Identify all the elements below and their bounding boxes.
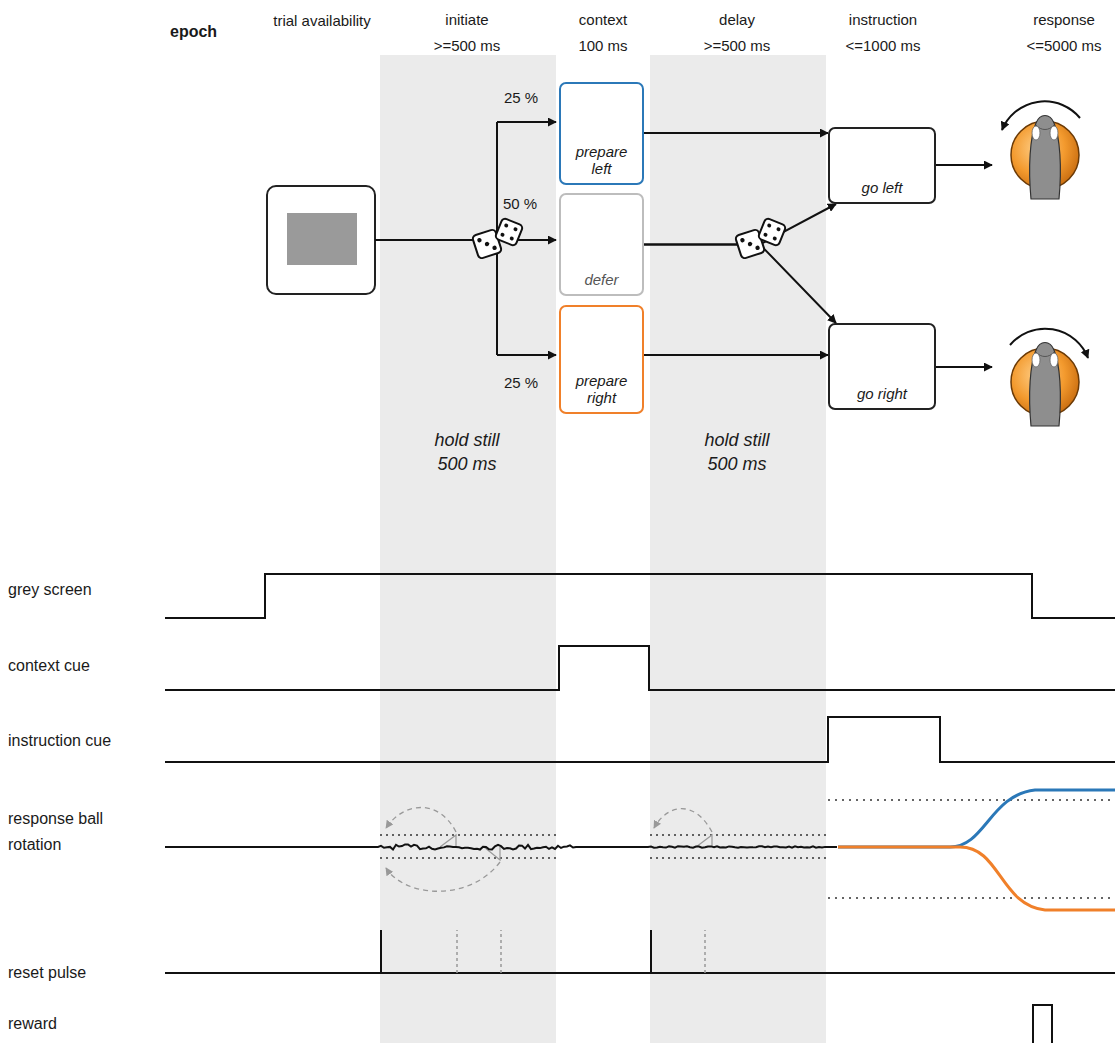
timing-traces <box>165 574 1115 1043</box>
right-response-trace <box>838 847 1115 910</box>
cue-name: defer <box>581 272 621 295</box>
cue-name: go left <box>859 180 906 203</box>
signal-name: reward <box>8 1014 57 1034</box>
epoch-label: initiate <box>412 9 522 31</box>
reset-loop <box>654 809 712 832</box>
branch-line <box>497 121 556 123</box>
epoch-label: >=500 ms <box>682 35 792 57</box>
screen-box <box>267 186 375 294</box>
signal-name: response ball rotation <box>8 806 138 858</box>
epoch-label: >=500 ms <box>412 35 522 57</box>
reward-trace <box>1033 1005 1052 1043</box>
epoch-label: response <box>1021 9 1107 31</box>
branch-line <box>375 239 556 241</box>
signal-name: instruction cue <box>8 731 111 751</box>
context-cue-trace <box>165 646 1115 690</box>
branch-line <box>497 354 556 356</box>
reset-pulse-trace <box>165 930 1115 973</box>
left-response-trace <box>838 790 1115 847</box>
reset-loop <box>386 807 456 832</box>
signal-name: reset pulse <box>8 963 86 983</box>
cue-name: prepare right <box>561 373 642 412</box>
reset-loop <box>386 862 500 891</box>
instruction-cue-box: go left <box>828 127 936 204</box>
signal-name: context cue <box>8 656 90 676</box>
epoch-label: instruction <box>828 9 938 31</box>
turn-right-arrow <box>1010 329 1088 358</box>
signal-name: grey screen <box>8 580 92 600</box>
delay-band <box>650 55 826 1043</box>
reset-pulse-optional <box>457 930 705 973</box>
grey-screen-trace <box>165 574 1115 618</box>
response-arrow <box>936 164 992 166</box>
ball-rotation-trace <box>165 844 837 849</box>
context-cue-box: defer <box>559 193 644 296</box>
note: hold still 500 ms <box>690 428 785 476</box>
flow-arrow <box>644 354 828 356</box>
epoch-label: <=1000 ms <box>828 35 938 57</box>
epoch-label: 100 ms <box>558 35 648 57</box>
turn-left-arrow <box>1002 101 1080 130</box>
response-arrow <box>936 366 992 368</box>
epoch-label: trial availability <box>272 8 372 34</box>
initiate-band <box>380 55 556 1043</box>
probability-label: 25 % <box>504 373 538 393</box>
note: hold still 500 ms <box>420 428 515 476</box>
epoch-label: <=5000 ms <box>1021 35 1107 57</box>
context-cue-box: prepare right <box>559 305 644 414</box>
probability-label: 25 % <box>504 88 538 108</box>
instruction-cue-box: go right <box>828 323 936 410</box>
epoch-label: epoch <box>170 22 217 42</box>
cue-name: prepare left <box>561 144 642 183</box>
flow-arrow <box>644 132 828 134</box>
instruction-cue-trace <box>165 717 1115 762</box>
grey-screen <box>287 213 357 265</box>
epoch-label: context <box>558 9 648 31</box>
probability-label: 50 % <box>503 194 537 214</box>
context-cue-box: prepare left <box>559 82 644 185</box>
epoch-label: delay <box>682 9 792 31</box>
flow-arrow <box>644 245 836 324</box>
cue-name: go right <box>854 386 910 409</box>
